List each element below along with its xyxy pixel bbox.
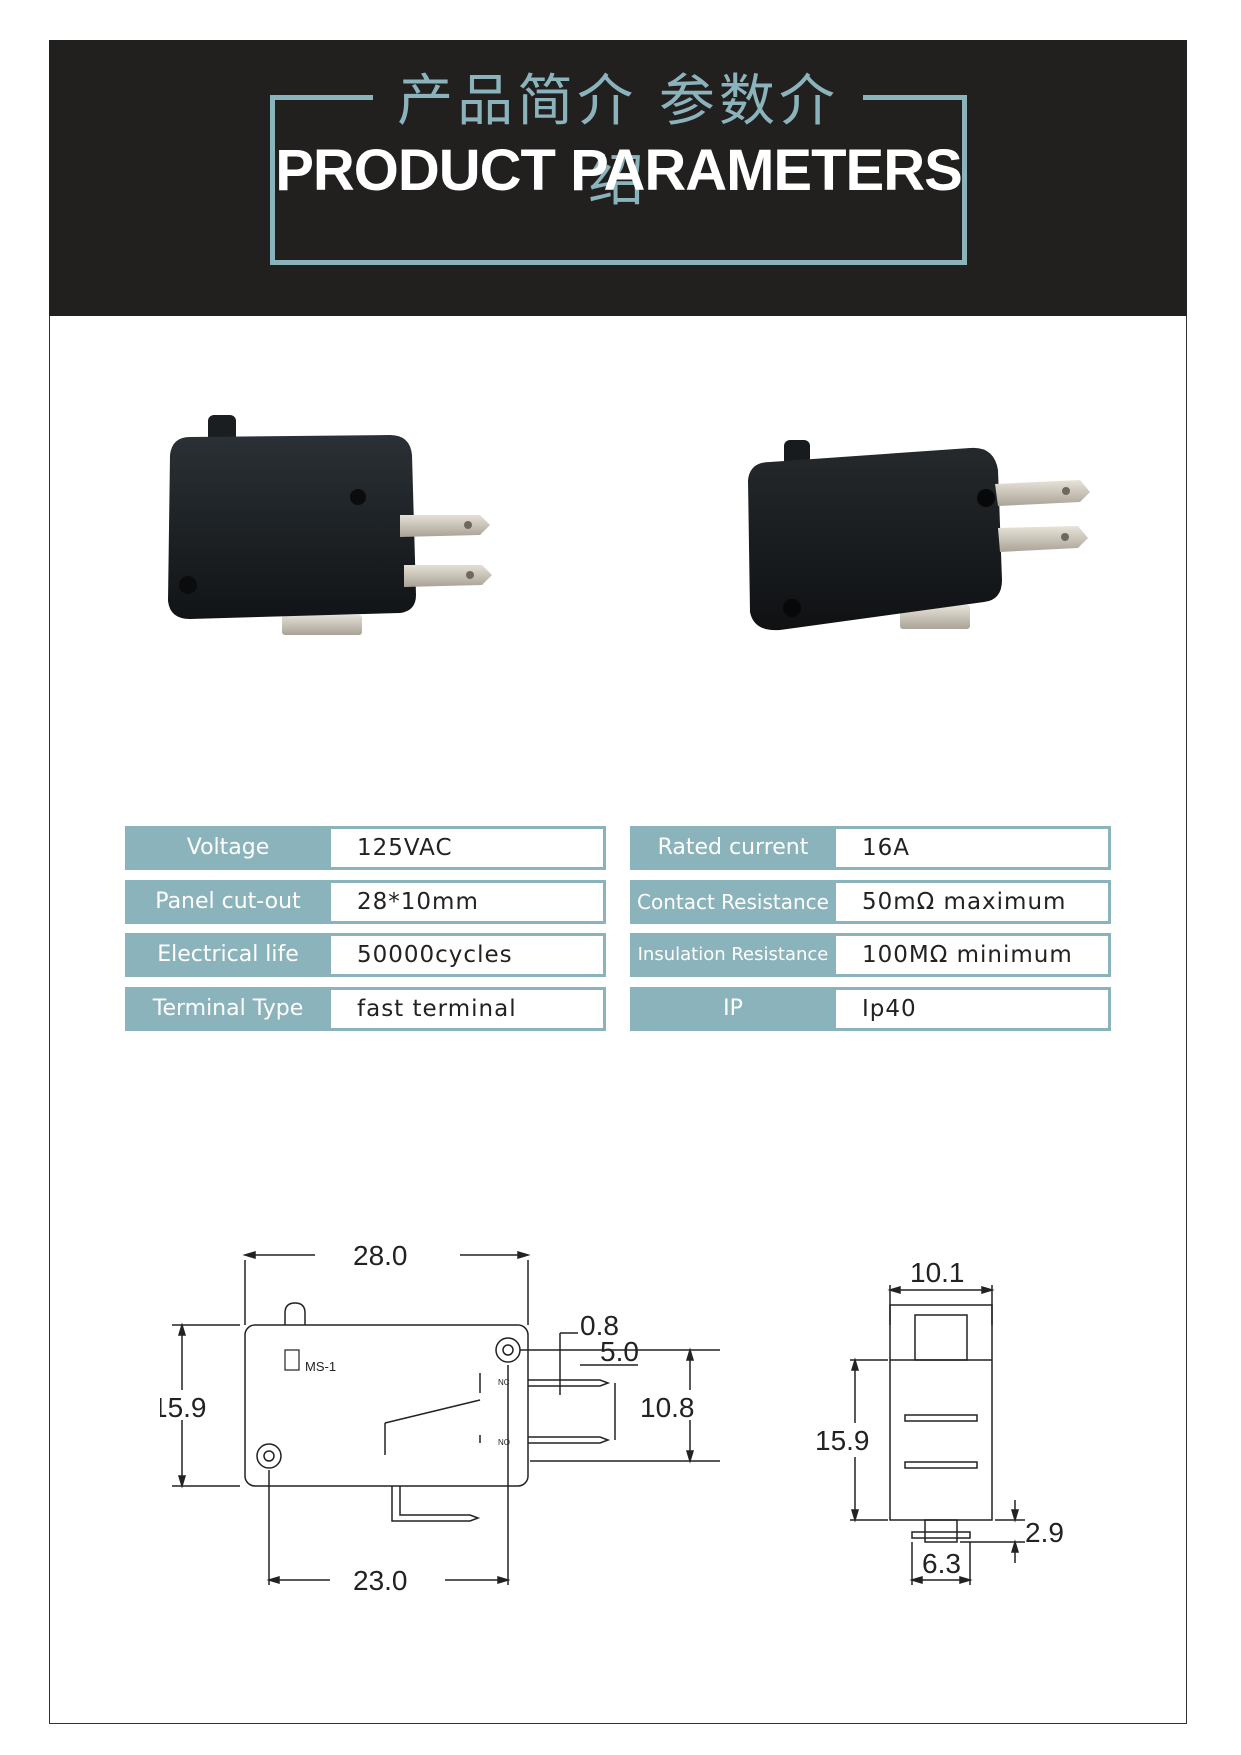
spec-label-ip: IP	[630, 987, 836, 1031]
dim-front-length: 28.0	[353, 1240, 408, 1271]
dim-terminal-span: 10.8	[640, 1392, 695, 1423]
spec-value-panel-cut-out: 28*10mm	[331, 880, 606, 924]
no-label: NO	[498, 1438, 510, 1447]
spec-value-ip: Ip40	[836, 987, 1111, 1031]
spec-value-rated-current: 16A	[836, 826, 1111, 870]
product-photo-right	[748, 440, 1090, 631]
spec-label-terminal-type: Terminal Type	[125, 987, 331, 1031]
dim-plunger-height: 2.9	[1025, 1517, 1064, 1548]
dim-side-height: 15.9	[815, 1425, 870, 1456]
drawing-side-view: 10.1 15.9 2.9 6.3	[815, 1257, 1064, 1585]
spec-value-electrical-life: 50000cycles	[331, 933, 606, 977]
spec-label-insulation-resistance: Insulation Resistance	[630, 933, 836, 977]
spec-label-contact-resistance: Contact Resistance	[630, 880, 836, 924]
dim-hole-spacing: 23.0	[353, 1565, 408, 1596]
spec-value-insulation-resistance: 100MΩ minimum	[836, 933, 1111, 977]
spec-label-rated-current: Rated current	[630, 826, 836, 870]
dim-side-width: 10.1	[910, 1257, 965, 1288]
spec-label-panel-cut-out: Panel cut-out	[125, 880, 331, 924]
dim-terminal-pitch: 5.0	[600, 1336, 639, 1367]
model-label: MS-1	[305, 1359, 336, 1374]
dim-front-height: 15.9	[160, 1392, 207, 1423]
spec-label-voltage: Voltage	[125, 826, 331, 870]
spec-value-contact-resistance: 50mΩ maximum	[836, 880, 1111, 924]
product-photo-left	[168, 415, 492, 635]
spec-value-voltage: 125VAC	[331, 826, 606, 870]
spec-value-terminal-type: fast terminal	[331, 987, 606, 1031]
nc-label: NC	[498, 1378, 510, 1387]
dim-terminal-offset: 0.8	[580, 1310, 619, 1341]
title-chinese: 产品简介 参数介绍	[373, 62, 863, 214]
spec-label-electrical-life: Electrical life	[125, 933, 331, 977]
dim-plunger-width: 6.3	[922, 1548, 961, 1579]
drawing-front-view: 28.0 MS-1 NC NO 15.9 10.8 0.8 5.0 23.0	[160, 1240, 720, 1596]
title-english: PRODUCT PARAMETERS	[275, 138, 963, 203]
